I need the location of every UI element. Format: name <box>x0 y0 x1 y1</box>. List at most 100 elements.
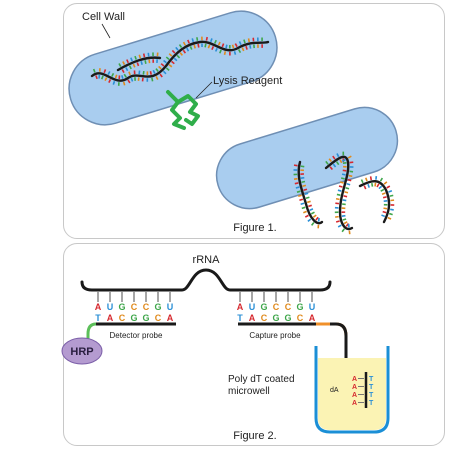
released-rna-strands <box>293 151 395 235</box>
base-tick <box>132 63 136 68</box>
base-tick <box>308 204 312 208</box>
well-t-base: T <box>369 392 374 399</box>
hrp-label: HRP <box>70 346 93 358</box>
microwell-label-line1: Poly dT coated <box>228 374 295 385</box>
base-tick <box>136 62 140 67</box>
base-tick <box>386 185 391 189</box>
lysis-reagent-icon <box>166 90 200 130</box>
base-tick <box>349 170 354 173</box>
base-tick <box>209 38 213 43</box>
lysed-cell <box>215 106 399 210</box>
base-tick <box>339 159 343 164</box>
base-tick <box>336 193 341 196</box>
base-tick <box>160 63 165 67</box>
base-tick <box>296 190 301 193</box>
detector-probe-base: A <box>107 313 114 323</box>
intact-rna-path-2 <box>116 56 162 72</box>
detector-probe-base: G <box>142 313 149 323</box>
capture-probe-label: Capture probe <box>249 331 301 340</box>
detector-rna-base: G <box>154 302 161 312</box>
base-tick <box>387 216 392 220</box>
base-tick <box>310 211 315 215</box>
detector-probe-base: C <box>155 313 162 323</box>
base-tick <box>178 44 183 48</box>
base-tick <box>390 208 394 211</box>
base-tick <box>186 47 190 52</box>
lysis-reagent-pointer <box>195 81 213 99</box>
base-tick <box>303 188 308 192</box>
rrna-strand <box>80 268 332 292</box>
base-tick <box>295 186 300 189</box>
hrp-shape <box>61 337 103 365</box>
released-rna-path-2 <box>324 155 354 231</box>
base-tick <box>371 182 374 187</box>
capture-rna-base: G <box>260 302 267 312</box>
capture-probe-base: G <box>284 313 291 323</box>
detector-rna-base: C <box>131 302 138 312</box>
base-tick <box>249 44 252 49</box>
well-t-base: T <box>369 384 374 391</box>
base-tick <box>140 61 143 65</box>
base-tick <box>123 73 127 78</box>
base-tick <box>237 49 242 53</box>
base-tick <box>128 65 132 70</box>
capture-probe-base: A <box>309 313 316 323</box>
capture-probe-base: C <box>297 313 304 323</box>
base-tick <box>389 194 394 197</box>
base-tick <box>111 72 115 77</box>
base-tick <box>223 51 227 55</box>
base-tick <box>325 160 329 165</box>
figure-1-caption: Figure 1. <box>233 222 276 234</box>
base-tick <box>128 71 131 76</box>
base-tick <box>300 202 305 206</box>
base-tick <box>388 212 393 216</box>
detector-rna-base: G <box>118 302 125 312</box>
base-tick <box>196 37 199 41</box>
base-tick <box>337 189 342 192</box>
base-tick <box>191 38 195 43</box>
base-tick <box>155 68 159 73</box>
base-tick <box>310 222 315 226</box>
capture-rna-base: U <box>249 302 256 312</box>
base-tick <box>304 214 309 218</box>
base-tick <box>162 70 167 75</box>
base-tick <box>343 221 348 225</box>
capture-tail <box>330 322 348 412</box>
base-tick <box>300 165 305 168</box>
base-tick <box>293 177 298 181</box>
base-tick <box>347 155 352 159</box>
base-tick <box>127 79 131 84</box>
base-tick <box>345 187 350 190</box>
base-tick <box>336 153 340 158</box>
base-tick <box>122 61 126 66</box>
base-tick <box>299 198 304 202</box>
detector-probe-base: T <box>95 313 101 323</box>
base-tick <box>341 158 346 162</box>
base-tick <box>207 44 211 49</box>
base-tick <box>382 196 387 199</box>
lysed-cell-wall <box>215 106 399 210</box>
base-tick <box>342 169 347 172</box>
base-tick <box>234 43 238 48</box>
base-tick <box>341 214 346 217</box>
base-tick <box>214 39 217 44</box>
intact-rna-strand <box>90 36 270 86</box>
base-tick <box>204 43 207 48</box>
base-tick <box>300 176 305 180</box>
capture-probe-base: T <box>237 313 243 323</box>
base-tick <box>152 69 156 74</box>
base-tick <box>335 215 339 218</box>
base-tick <box>342 199 347 202</box>
intact-cell <box>68 10 278 126</box>
base-tick <box>211 46 215 50</box>
well-a-base: A <box>352 376 357 383</box>
base-tick <box>95 75 98 80</box>
capture-rna-base: U <box>309 302 316 312</box>
base-tick <box>315 216 319 221</box>
base-tick <box>165 56 170 60</box>
base-tick <box>382 210 387 214</box>
detector-probe-base: C <box>119 313 126 323</box>
